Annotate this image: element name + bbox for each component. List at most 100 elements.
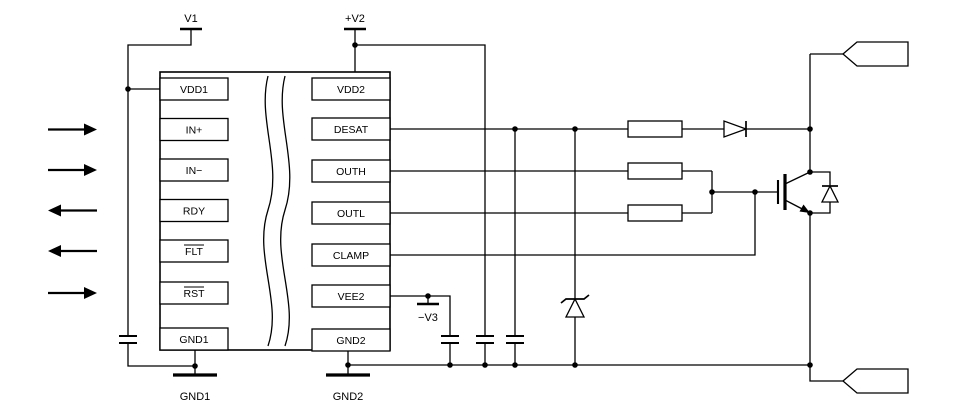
- pin-outl-box: [311, 201, 391, 225]
- junction-dot: [192, 363, 198, 369]
- ic-left-pins: VDD1 IN+ IN− RDY FLT RST GND1: [159, 77, 229, 351]
- junction-dot: [807, 362, 813, 368]
- pin-vdd1-box: [159, 77, 229, 101]
- pin-desat-box: [311, 117, 391, 141]
- junction-dot: [572, 362, 578, 368]
- junction-dots: [125, 42, 813, 369]
- diode-triangle: [723, 120, 748, 138]
- igbt-emitter-arrow: [799, 204, 810, 213]
- wire-v1-rail: [127, 29, 192, 336]
- pin-vee2-box: [311, 284, 391, 308]
- pin-in-plus-box: [159, 117, 229, 142]
- gnd1-label: GND1: [180, 391, 211, 403]
- arrow-head-right: [84, 287, 97, 299]
- isolation-barrier: [263, 75, 291, 347]
- pin-outl-label: OUTL: [337, 208, 365, 220]
- terminal-tag-collector: [842, 41, 909, 67]
- pin-vdd2-box: [311, 77, 391, 101]
- isolation-wave-right: [280, 75, 291, 347]
- pin-flt-box: [159, 239, 229, 263]
- supply-v1: V1: [180, 13, 202, 31]
- pin-gnd1-box: [159, 327, 229, 351]
- pin-rdy-box: [159, 198, 229, 223]
- capacitor-desat-blanking: [506, 335, 524, 344]
- wire-vee2: [390, 295, 451, 336]
- arrow-head-right: [84, 164, 97, 176]
- ic-right-pins: VDD2 DESAT OUTH OUTL CLAMP VEE2 GND2: [311, 77, 391, 352]
- junction-dot: [447, 362, 453, 368]
- junction-dot: [807, 210, 813, 216]
- isolation-wave-left: [263, 75, 274, 347]
- junction-dot: [512, 126, 518, 132]
- supply-v1-label: V1: [184, 13, 197, 25]
- pin-in-plus-label: IN+: [186, 125, 203, 137]
- ground-gnd2: GND2: [326, 373, 370, 403]
- pin-rst-box: [159, 281, 229, 305]
- arrow-head-right: [84, 123, 97, 136]
- supply-v2-label: +V2: [345, 13, 365, 25]
- pin-flt-label: FLT: [185, 246, 203, 258]
- pin-clamp-box: [311, 243, 391, 267]
- gate-driver-ic: VDD1 IN+ IN− RDY FLT RST GND1 VDD2 DESAT…: [159, 71, 391, 352]
- pin-rdy-label: RDY: [183, 206, 205, 218]
- pin-vee2-label: VEE2: [338, 291, 365, 303]
- wire-fwd-top: [810, 171, 831, 186]
- junction-dot: [352, 42, 358, 48]
- pin-in-minus-box: [159, 158, 229, 182]
- capacitor-vdd2: [476, 335, 494, 344]
- resistor-outh: [627, 162, 683, 180]
- junction-dot: [345, 362, 351, 368]
- wire-fwd-bottom: [810, 202, 831, 214]
- arrow-in-minus: [48, 164, 97, 176]
- junction-dot: [125, 86, 131, 92]
- wire-clamp: [390, 192, 756, 256]
- resistor-desat: [627, 120, 683, 138]
- wire-collector-diag: [784, 171, 811, 185]
- resistor-outl: [627, 204, 683, 222]
- pin-vdd2-label: VDD2: [337, 84, 365, 96]
- arrow-rst: [48, 287, 97, 299]
- arrow-flt: [48, 245, 97, 257]
- igbt: [776, 174, 810, 213]
- junction-dot: [807, 169, 813, 175]
- pin-in-minus-label: IN−: [186, 165, 203, 177]
- junction-dot: [752, 189, 758, 195]
- terminal-tag-emitter: [842, 368, 909, 394]
- pin-vdd1-label: VDD1: [180, 84, 208, 96]
- zener-diode: [560, 294, 590, 318]
- pin-gnd2-label: GND2: [336, 335, 365, 347]
- gnd2-label: GND2: [333, 391, 364, 403]
- pin-clamp-label: CLAMP: [333, 250, 369, 262]
- pin-outh-label: OUTH: [336, 166, 366, 178]
- capacitor-vdd1: [119, 335, 137, 344]
- igbt-freewheel-diode: [820, 184, 840, 203]
- pin-gnd1-label: GND1: [179, 334, 208, 346]
- pin-outh-box: [311, 159, 391, 183]
- diode-desat: [723, 120, 748, 138]
- junction-dot: [425, 293, 431, 299]
- zener-cathode-bar: [560, 294, 590, 304]
- capacitor-vee2: [441, 335, 459, 344]
- junction-dot: [482, 362, 488, 368]
- fwd-triangle: [820, 184, 840, 203]
- wire-v2-branch: [355, 44, 486, 336]
- wire-v1cap-to-gnd1: [127, 343, 195, 367]
- junction-dot: [512, 362, 518, 368]
- pin-desat-label: DESAT: [334, 124, 369, 136]
- arrow-rdy: [48, 204, 97, 217]
- junction-dot: [709, 189, 715, 195]
- arrow-head-left: [48, 204, 61, 217]
- wires: [127, 29, 843, 382]
- wire-emitter: [809, 213, 843, 382]
- ground-gnd1: GND1: [173, 373, 217, 403]
- junction-dot: [572, 126, 578, 132]
- junction-dot: [807, 126, 813, 132]
- supply-v2: +V2: [344, 13, 366, 31]
- arrow-in-plus: [48, 123, 97, 136]
- pin-rst-label: RST: [184, 288, 206, 300]
- arrow-head-left: [48, 245, 61, 257]
- zener-triangle: [564, 297, 586, 318]
- pin-gnd2-box: [311, 328, 391, 352]
